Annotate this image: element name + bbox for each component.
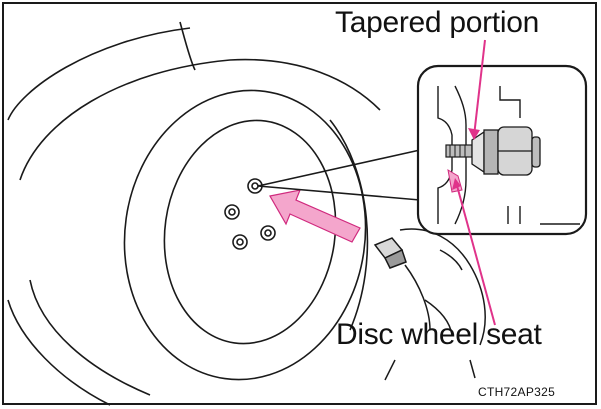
figure-code: CTH72AP325 [478,385,555,399]
lug-nut [472,127,540,175]
pointer-arrow [270,190,360,242]
disc-wheel-seat-label: Disc wheel seat [336,318,542,352]
lug-hole [225,205,239,219]
lug-holes [225,179,275,249]
zoom-inset [418,66,586,234]
lug-hole [233,235,247,249]
zoom-connector [258,150,420,200]
lug-hole [261,226,275,240]
tapered-portion-label: Tapered portion [335,6,539,40]
hand-with-nut [375,229,485,380]
